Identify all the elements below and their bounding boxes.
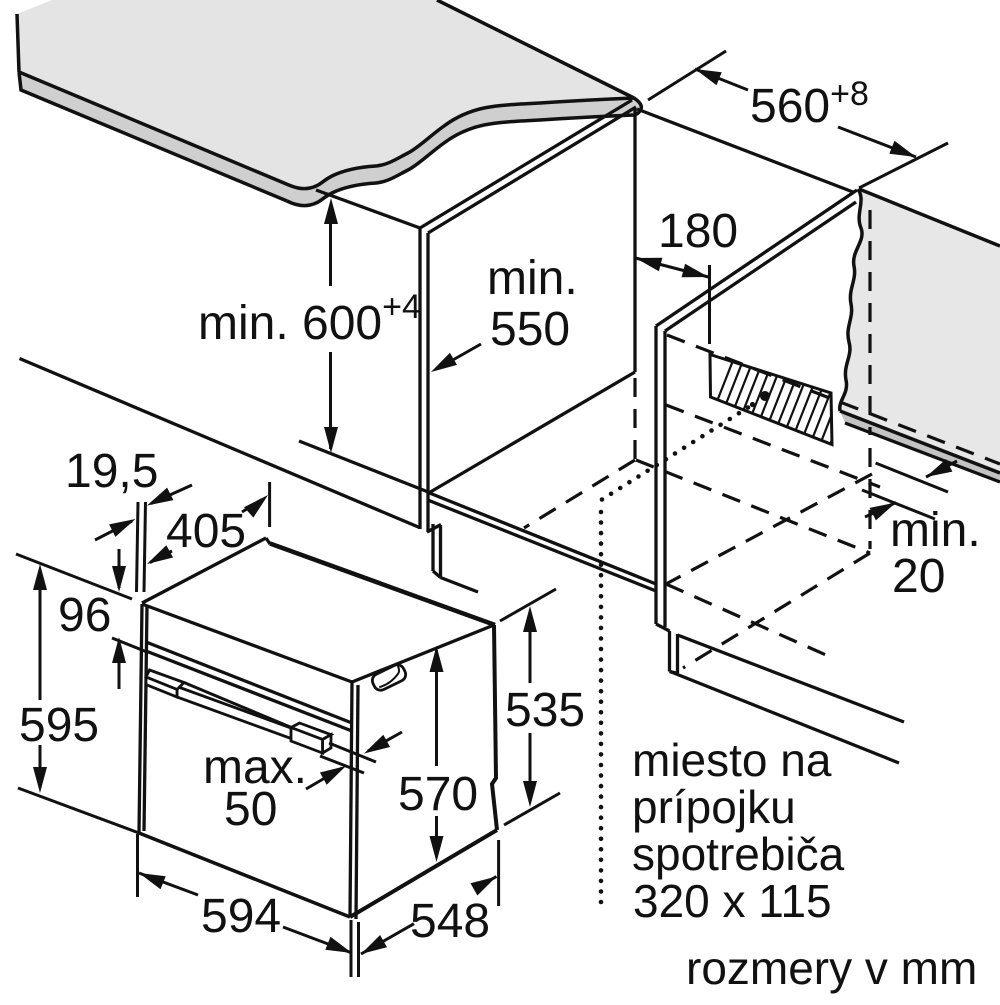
svg-text:96: 96 <box>58 589 111 642</box>
svg-text:180: 180 <box>658 205 738 258</box>
svg-text:20: 20 <box>892 550 945 603</box>
svg-text:594: 594 <box>201 890 281 943</box>
svg-text:595: 595 <box>19 699 99 752</box>
svg-text:rozmery v mm: rozmery v mm <box>686 942 977 994</box>
svg-text:min.: min. <box>890 504 981 557</box>
svg-text:miesto na: miesto na <box>632 734 832 786</box>
svg-text:535: 535 <box>505 684 585 737</box>
svg-text:405: 405 <box>166 505 246 558</box>
svg-text:548: 548 <box>410 895 490 948</box>
svg-text:prípojku: prípojku <box>632 781 796 833</box>
svg-text:320 x 115: 320 x 115 <box>633 875 832 927</box>
svg-text:19,5: 19,5 <box>65 445 158 498</box>
svg-text:max.: max. <box>203 741 307 794</box>
svg-text:550: 550 <box>490 303 570 356</box>
svg-text:spotrebiča: spotrebiča <box>632 828 845 880</box>
svg-text:570: 570 <box>398 768 478 821</box>
svg-text:min.: min. <box>487 252 578 305</box>
svg-text:50: 50 <box>224 783 277 836</box>
